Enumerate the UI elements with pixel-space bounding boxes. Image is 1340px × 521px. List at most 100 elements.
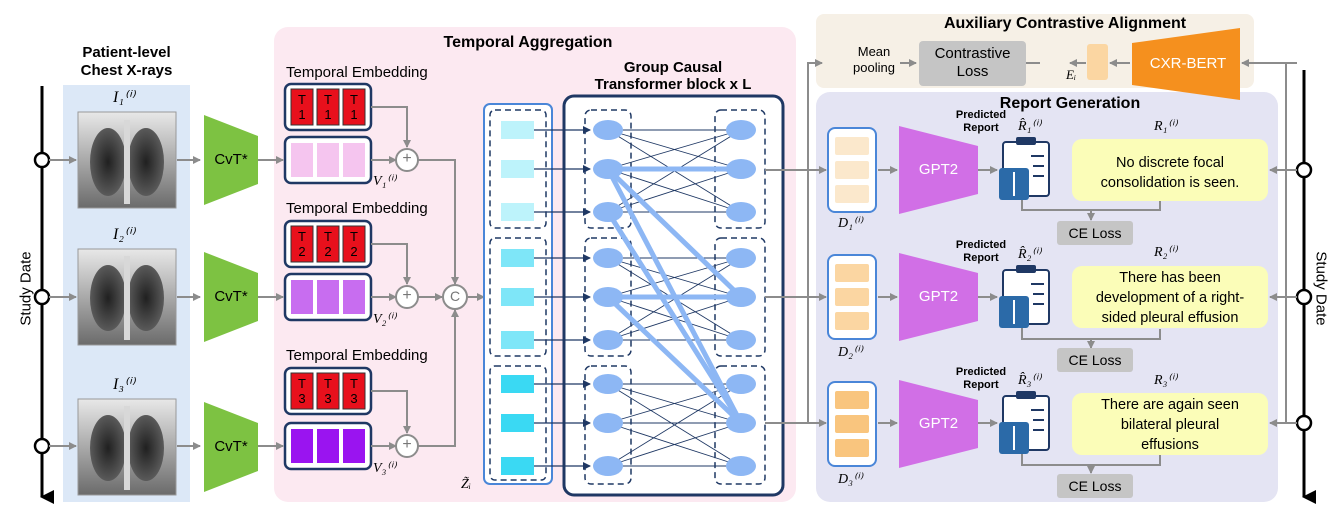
- output-arrows: [765, 59, 1297, 474]
- z-tokens-1: [501, 121, 534, 221]
- token-node: [726, 330, 756, 350]
- token-node: [726, 287, 756, 307]
- report-icon-1: [999, 137, 1050, 200]
- token-index: 2: [350, 244, 358, 259]
- pred-label-3: R̂₃⁽ⁱ⁾: [1018, 373, 1041, 388]
- gt-label-3: R₃⁽ⁱ⁾: [1154, 373, 1177, 388]
- gpt2-label-2: GPT2: [918, 288, 959, 305]
- token-index: 3: [324, 391, 332, 406]
- predicted-report-label-1: Predicted Report: [950, 110, 1012, 134]
- token-index: 2: [298, 244, 306, 259]
- report-3-line-3: effusions: [1141, 437, 1199, 453]
- cross-group-attention: [605, 166, 744, 426]
- token-node: [593, 159, 623, 179]
- gt-label-1: R₁⁽ⁱ⁾: [1154, 119, 1177, 134]
- cxr-bert-encoder: [1132, 28, 1240, 100]
- temporal-token-cells: [290, 88, 366, 410]
- text-embedding-box: [1087, 44, 1108, 80]
- report-2-line-1: There has been: [1119, 270, 1221, 286]
- token-index: 1: [298, 107, 306, 122]
- xray-image-2: [77, 248, 177, 346]
- token-index: 3: [350, 391, 358, 406]
- aux-title: Auxiliary Contrastive Alignment: [943, 15, 1187, 32]
- output-nodes: [726, 120, 756, 476]
- decoder-input-cells-2: [835, 264, 869, 330]
- causal-edge: [605, 209, 744, 426]
- report-icon-3: [999, 391, 1050, 454]
- pred-label-1: R̂₁⁽ⁱ⁾: [1018, 119, 1041, 134]
- visual-feature-label-3: V₃⁽ⁱ⁾: [373, 461, 396, 476]
- input-nodes: [593, 120, 623, 476]
- predicted-line2: Report: [963, 252, 999, 264]
- e-label: Eᵢ: [1066, 67, 1076, 82]
- ce-loss-label-3: CE Loss: [1068, 478, 1122, 494]
- token-letter: T: [324, 376, 332, 391]
- token-node: [726, 202, 756, 222]
- temporal-embedding-label-1: Temporal Embedding: [286, 64, 428, 81]
- token-node: [726, 413, 756, 433]
- contrastive-line1: Contrastive: [934, 45, 1011, 62]
- transformer-title: Group Causal Transformer block x L: [560, 60, 786, 92]
- concat-sign: C: [449, 288, 461, 304]
- token-node: [593, 413, 623, 433]
- token-node: [726, 374, 756, 394]
- cvt-encoders: [204, 115, 258, 492]
- d-label-2: D₂⁽ⁱ⁾: [838, 345, 863, 360]
- predicted-report-label-3: Predicted Report: [950, 367, 1012, 391]
- right-axis-nodes: [1295, 161, 1313, 432]
- concat-node: [442, 284, 468, 310]
- report-3-line-2: bilateral pleural: [1120, 417, 1220, 433]
- input-arrows: [49, 156, 284, 450]
- token-node: [593, 456, 623, 476]
- token-letter: T: [298, 229, 306, 244]
- attention-edge: [607, 422, 742, 467]
- contrastive-loss-box: [919, 41, 1026, 86]
- visual-feature-cells-2: [291, 280, 365, 314]
- attention-edge: [607, 168, 742, 213]
- token-letter: T: [324, 229, 332, 244]
- token-node: [726, 120, 756, 140]
- visual-feature-label-1: V₁⁽ⁱ⁾: [373, 174, 396, 189]
- ce-loss-label-1: CE Loss: [1068, 225, 1122, 241]
- d-label-1: D₁⁽ⁱ⁾: [838, 216, 863, 231]
- plus-sign-3: +: [402, 436, 412, 453]
- ce-loss-boxes: [1057, 221, 1133, 498]
- visual-feature-cells-1: [291, 143, 365, 177]
- causal-edge: [605, 294, 744, 426]
- predicted-line1: Predicted: [955, 366, 1007, 378]
- left-axis-label: Study Date: [17, 251, 35, 326]
- z-tokens-2: [501, 249, 534, 349]
- gt-label-2: R₂⁽ⁱ⁾: [1154, 245, 1177, 260]
- attention-edge: [607, 257, 742, 298]
- transformer-title-line2: Transformer block x L: [594, 76, 752, 93]
- report-1-line-2: consolidation is seen.: [1100, 175, 1240, 191]
- predicted-line1: Predicted: [955, 109, 1007, 121]
- token-letter: T: [298, 92, 306, 107]
- mean-pooling-label: Mean pooling: [846, 45, 902, 74]
- fusion-arrows: [371, 106, 485, 450]
- token-node: [593, 330, 623, 350]
- xray-image-1: [77, 111, 177, 209]
- causal-edge: [605, 166, 744, 300]
- transformer-title-line1: Group Causal: [623, 59, 723, 76]
- token-letter: T: [350, 376, 358, 391]
- report-3-line-1: There are again seen: [1101, 397, 1239, 413]
- report-text-1: No discrete focal consolidation is seen.: [1072, 153, 1268, 193]
- image-label-1: I₁⁽ⁱ⁾: [113, 89, 135, 106]
- report-text-3: There are again seen bilateral pleural e…: [1072, 395, 1268, 455]
- predicted-report-label-2: Predicted Report: [950, 240, 1012, 264]
- xray-image-3: [77, 398, 177, 496]
- cvt-label-1: CvT*: [214, 151, 248, 168]
- image-label-3: I₃⁽ⁱ⁾: [113, 376, 135, 393]
- z-tokens-3: [501, 375, 534, 475]
- left-panel-title: Patient-level Chest X-rays: [63, 45, 190, 78]
- report-2-line-2: development of a right-: [1095, 290, 1245, 306]
- left-panel-title-line1: Patient-level: [82, 44, 171, 61]
- plus-sign-1: +: [402, 150, 412, 167]
